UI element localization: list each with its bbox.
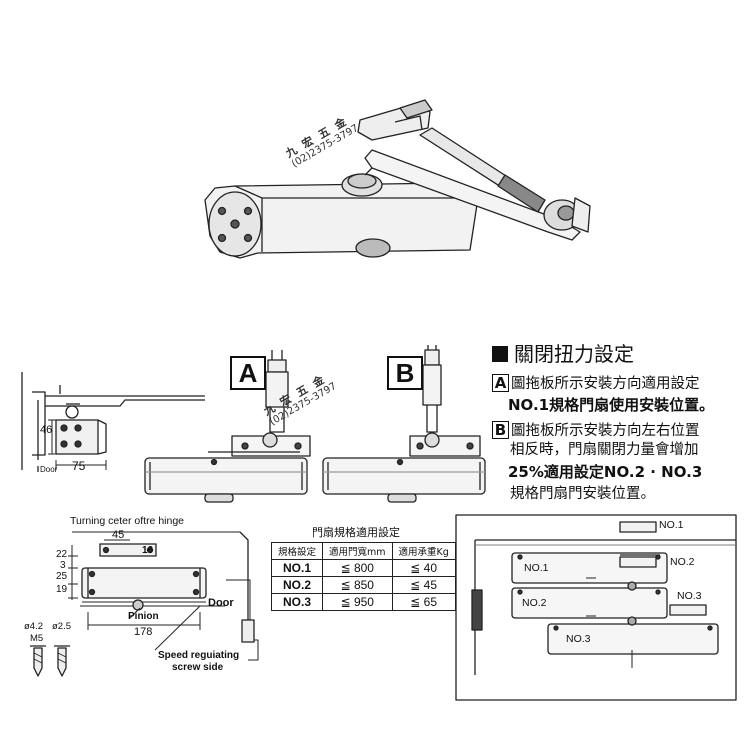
- table-header: 適用承重Kg: [391, 542, 456, 560]
- table-header: 規格設定: [270, 542, 324, 560]
- pinion-label: Pinion: [128, 611, 159, 622]
- position-no1-bracket: NO.1: [659, 519, 684, 531]
- table-header: 適用門寬mm: [322, 542, 393, 560]
- label-A-box: A: [230, 356, 266, 390]
- desc-b-line3: 25%適用設定NO.2 · NO.3: [508, 463, 703, 481]
- bracket-side-drawing: [21, 372, 205, 472]
- dim-25: 25: [56, 571, 68, 582]
- dim-45: 45: [112, 529, 125, 541]
- spec-table: 規格設定 適用門寬mm 適用承重Kg NO.1 ≦ 800 ≦ 40 NO.2 …: [270, 542, 456, 611]
- label-B-box: B: [387, 356, 423, 390]
- hinge-title: Turning ceter oftre hinge: [70, 515, 185, 527]
- position-no2-body: NO.2: [522, 597, 547, 609]
- desc-b-line2: 相反時，門扇關閉力量會增加: [510, 442, 699, 458]
- desc-b-text1: 圖拖板所示安裝方向左右位置: [511, 423, 700, 439]
- dim-3: 3: [60, 560, 66, 571]
- position-no3-body: NO.3: [566, 633, 591, 645]
- desc-a-text1: 圖拖板所示安裝方向適用設定: [511, 376, 700, 392]
- table-row: NO.3 ≦ 950 ≦ 65: [270, 593, 456, 611]
- speed-screw-label: Speed reguiating screw side: [158, 650, 239, 674]
- screw-dia-a: ø4.2: [24, 621, 44, 632]
- dim-16: 16: [142, 545, 154, 556]
- table-cell: NO.2: [270, 576, 324, 594]
- screw-m5: M5: [30, 633, 44, 644]
- label-B-text: B: [395, 358, 415, 388]
- table-cell: ≦ 40: [391, 559, 456, 577]
- table-cell: ≦ 950: [322, 593, 393, 611]
- desc-b-letter: B: [492, 421, 509, 439]
- desc-a-letter: A: [492, 374, 509, 392]
- position-no2-bracket: NO.2: [670, 556, 695, 568]
- table-cell: ≦ 850: [322, 576, 393, 594]
- table-header-row: 規格設定 適用門寬mm 適用承重Kg: [270, 542, 456, 560]
- label-A-text: A: [238, 358, 258, 388]
- table-row: NO.1 ≦ 800 ≦ 40: [270, 559, 456, 577]
- bullet-square-icon: [492, 346, 508, 362]
- dim-75: 75: [72, 459, 86, 473]
- table-cell: ≦ 800: [322, 559, 393, 577]
- door-label: Door: [208, 597, 234, 609]
- screw-dia-b: ø2.5: [52, 621, 72, 632]
- table-cell: ≦ 65: [391, 593, 456, 611]
- closer-B-drawing: [322, 345, 486, 503]
- spec-table-title: 門扇規格適用設定: [312, 526, 400, 539]
- table-cell: ≦ 45: [391, 576, 456, 594]
- torque-title: 關閉扭力設定: [492, 344, 634, 364]
- dim-46: 46: [40, 424, 53, 436]
- dimension-drawing: [30, 531, 259, 677]
- table-cell: NO.1: [270, 559, 324, 577]
- position-no3-bracket: NO.3: [677, 590, 702, 602]
- dim-19: 19: [56, 584, 68, 595]
- desc-a-line2: NO.1規格門扇使用安裝位置。: [508, 396, 715, 414]
- table-row: NO.2 ≦ 850 ≦ 45: [270, 576, 456, 594]
- desc-b-line4: 規格門扇門安裝位置。: [510, 486, 655, 502]
- dim-22: 22: [56, 549, 68, 560]
- door-label-left: Door: [40, 465, 58, 474]
- table-cell: NO.3: [270, 593, 324, 611]
- closer-3d-illustration: [204, 99, 591, 259]
- closer-A-drawing: [144, 350, 311, 503]
- door-frame-drawing: [455, 514, 737, 701]
- speed-screw-line1: Speed reguiating: [158, 650, 240, 661]
- torque-title-text: 關閉扭力設定: [514, 342, 634, 366]
- position-no1-body: NO.1: [524, 562, 549, 574]
- dim-178: 178: [134, 626, 153, 638]
- speed-screw-line2: screw side: [172, 662, 224, 673]
